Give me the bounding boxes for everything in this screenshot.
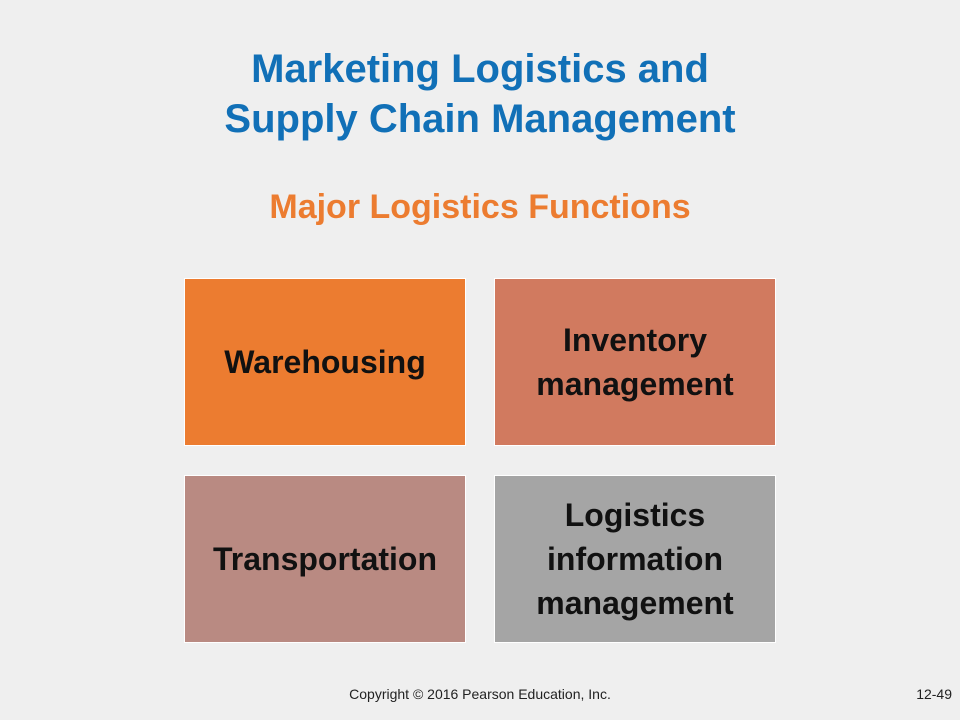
function-box-inventory-management: Inventory management <box>494 278 776 446</box>
function-label-warehousing: Warehousing <box>224 344 426 380</box>
function-box-transportation: Transportation <box>184 475 466 643</box>
function-label-inventory-management: Inventory management <box>536 322 734 402</box>
function-box-warehousing: Warehousing <box>184 278 466 446</box>
function-label-logistics-information-management: Logistics information management <box>536 497 734 621</box>
slide-subtitle: Major Logistics Functions <box>269 188 691 226</box>
function-label-transportation: Transportation <box>212 541 437 577</box>
footer-page-number: 12-49 <box>916 686 952 702</box>
slide-title-line-2: Supply Chain Management <box>224 97 736 141</box>
footer-copyright: Copyright © 2016 Pearson Education, Inc. <box>349 686 611 702</box>
slide-title: Marketing Logistics and Supply Chain Man… <box>0 44 960 144</box>
function-box-logistics-information-management: Logistics information management <box>494 475 776 643</box>
slide-title-line-1: Marketing Logistics and <box>251 47 709 91</box>
